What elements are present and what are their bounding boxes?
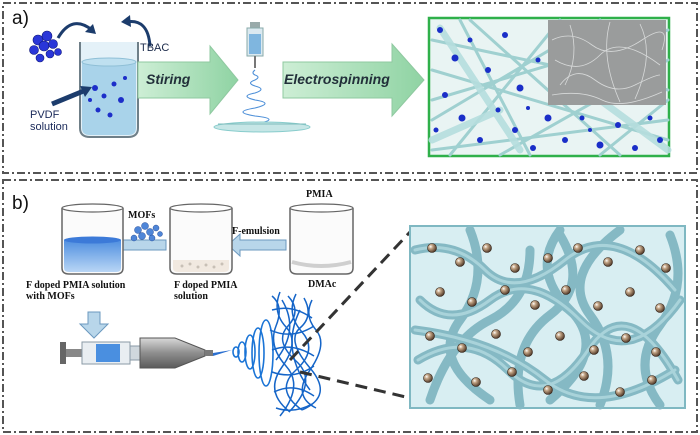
f-mofs-label-line2: with MOFs [26, 291, 75, 302]
pvdf-label-line2: solution [30, 121, 68, 133]
zoom-line-top [288, 230, 412, 362]
electrospinning-arrow [282, 42, 425, 118]
mof-cluster-b [130, 222, 163, 242]
fiber-spiral-a [242, 69, 270, 125]
pmia-label: PMIA [306, 189, 333, 200]
beaker-a [79, 42, 139, 138]
add-mof-arrow [56, 22, 93, 39]
electrospinning-label: Electrospinning [284, 71, 390, 87]
syringe-a [246, 22, 264, 68]
beaker-pmia [289, 203, 354, 275]
stiring-label: Stiring [146, 71, 191, 87]
arrow-b3-b2 [227, 232, 287, 258]
stiring-arrow [137, 44, 239, 116]
pvdf-arrow [51, 87, 87, 107]
mof-cluster-a [29, 30, 62, 63]
mofs-label: MOFs [128, 210, 156, 221]
panel-a-label: a) [12, 8, 29, 29]
beaker-f-doped [169, 203, 233, 275]
collector-mat-b [269, 291, 322, 417]
f-emulsion-label: F-emulsion [232, 226, 280, 237]
pvdf-label-line1: PVDF [30, 109, 60, 121]
syringe-b [60, 337, 232, 369]
tbac-label: TBAC [140, 42, 170, 54]
panel-b-frame [2, 179, 698, 433]
f-doped-label-line2: solution [174, 291, 208, 302]
panel-a-frame [2, 2, 698, 174]
f-doped-label-line1: F doped PMIA [174, 280, 238, 291]
f-mofs-label-line1: F doped PMIA solution [26, 280, 126, 291]
arrow-down-b [78, 311, 110, 339]
dmac-label: DMAc [308, 279, 337, 290]
panel-b-label: b) [12, 193, 29, 214]
beaker-mofs [61, 203, 124, 275]
fiber-coil-b [232, 319, 274, 387]
membrane-image-a [427, 16, 672, 158]
membrane-zoom-b [409, 225, 686, 410]
